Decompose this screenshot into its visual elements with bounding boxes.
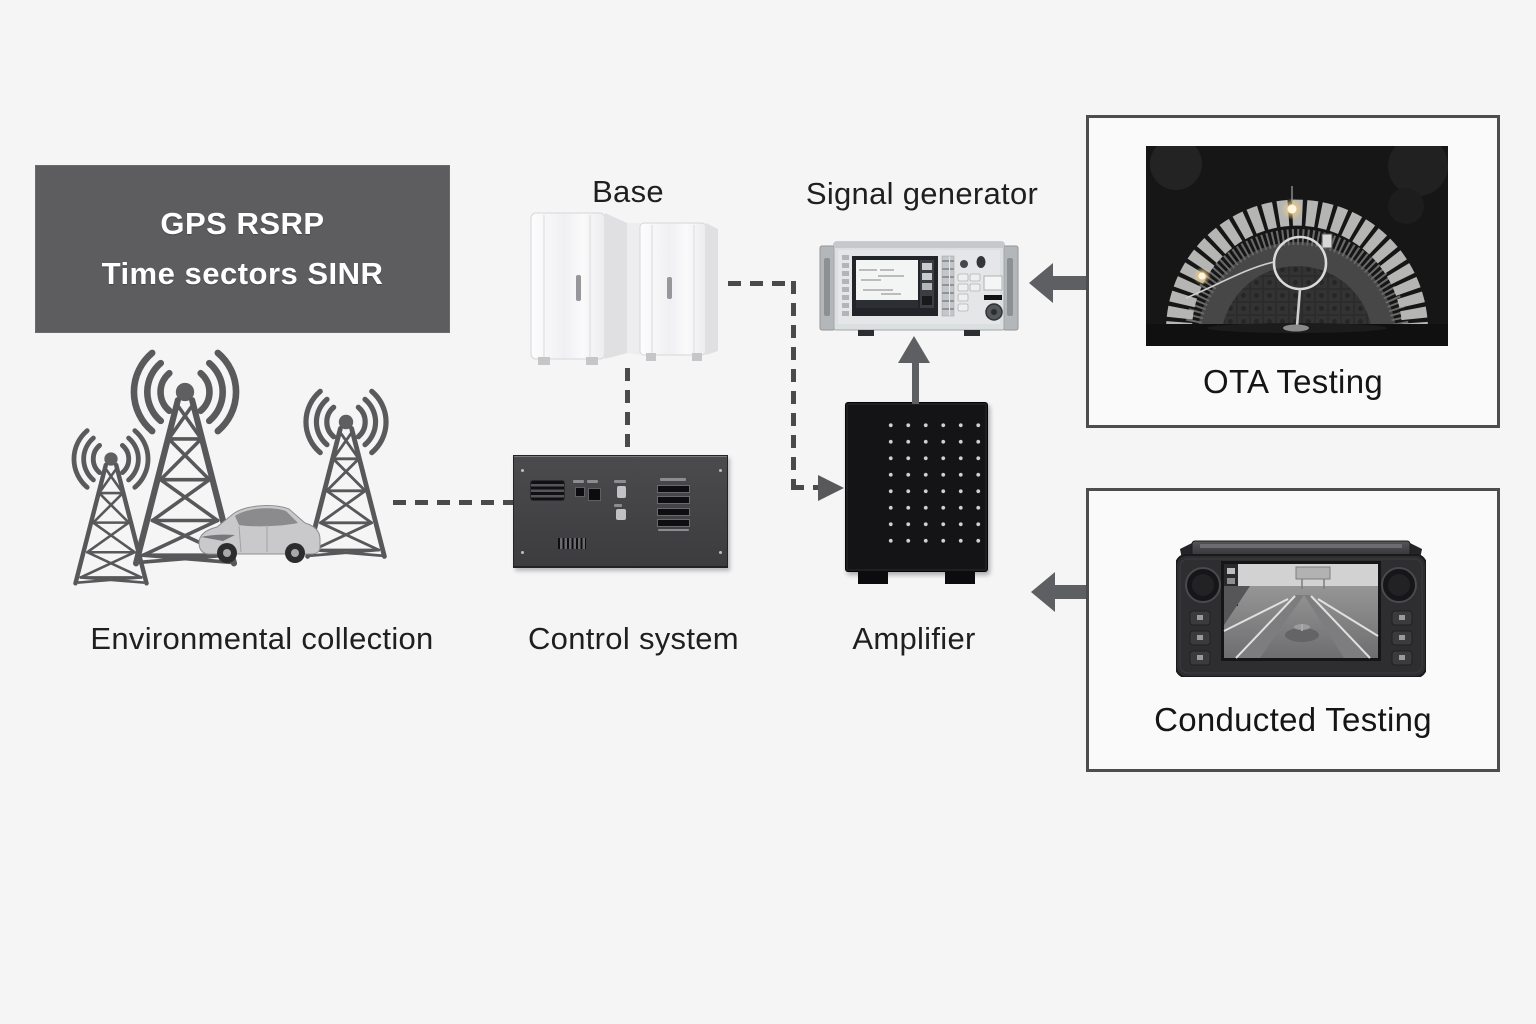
environmental-collection-label: Environmental collection bbox=[90, 621, 434, 656]
signal-generator-label: Signal generator bbox=[805, 176, 1039, 211]
amplifier-dot-grid bbox=[882, 417, 982, 549]
amplifier-label: Amplifier bbox=[852, 621, 976, 656]
ota-testing-panel: OTA Testing bbox=[1086, 115, 1500, 428]
info-line-2: Time sectors SINR bbox=[101, 256, 384, 291]
vent-grille bbox=[531, 481, 564, 500]
info-line-1: GPS RSRP bbox=[160, 206, 325, 241]
head-unit-photo bbox=[1176, 540, 1426, 677]
car-icon bbox=[198, 505, 321, 563]
arrow-ota-to-signal-generator bbox=[1053, 276, 1087, 290]
connector-slot bbox=[658, 520, 689, 526]
base-station-illustration bbox=[530, 212, 718, 365]
connector-base-to-amplifier-v bbox=[791, 281, 796, 487]
base-label: Base bbox=[592, 174, 664, 209]
connector-base-to-amplifier-end bbox=[791, 485, 819, 490]
ota-testing-label: OTA Testing bbox=[1203, 363, 1383, 400]
arrowhead-into-amplifier bbox=[818, 475, 844, 501]
connector-env-to-control bbox=[393, 500, 513, 505]
conducted-testing-panel: Conducted Testing bbox=[1086, 488, 1500, 772]
conducted-testing-label: Conducted Testing bbox=[1154, 701, 1432, 738]
amplifier-illustration bbox=[845, 402, 988, 584]
environmental-collection-illustration bbox=[55, 345, 405, 590]
control-system-illustration bbox=[513, 455, 728, 568]
arrow-conducted-to-amplifier bbox=[1055, 585, 1087, 599]
arrowhead-left bbox=[1029, 263, 1053, 303]
arrowhead-up bbox=[898, 336, 930, 363]
panel-button bbox=[576, 488, 584, 496]
connector-base-to-amplifier-h bbox=[728, 281, 794, 286]
anechoic-chamber-photo bbox=[1146, 146, 1448, 346]
panel-glyph bbox=[617, 486, 626, 498]
connector-slot bbox=[658, 497, 689, 503]
connector-slot bbox=[658, 486, 689, 492]
arrow-amplifier-to-signal-generator bbox=[912, 360, 919, 404]
arrowhead-left bbox=[1031, 572, 1055, 612]
panel-button bbox=[589, 489, 600, 500]
gps-sinr-info-box: GPS RSRP Time sectors SINR bbox=[35, 165, 450, 333]
connector-slot bbox=[658, 509, 689, 515]
connector-base-to-control bbox=[625, 368, 630, 455]
signal-generator-illustration bbox=[819, 241, 1019, 336]
panel-glyph bbox=[616, 509, 626, 520]
control-system-label: Control system bbox=[528, 621, 739, 656]
vent-ticks bbox=[558, 538, 586, 549]
